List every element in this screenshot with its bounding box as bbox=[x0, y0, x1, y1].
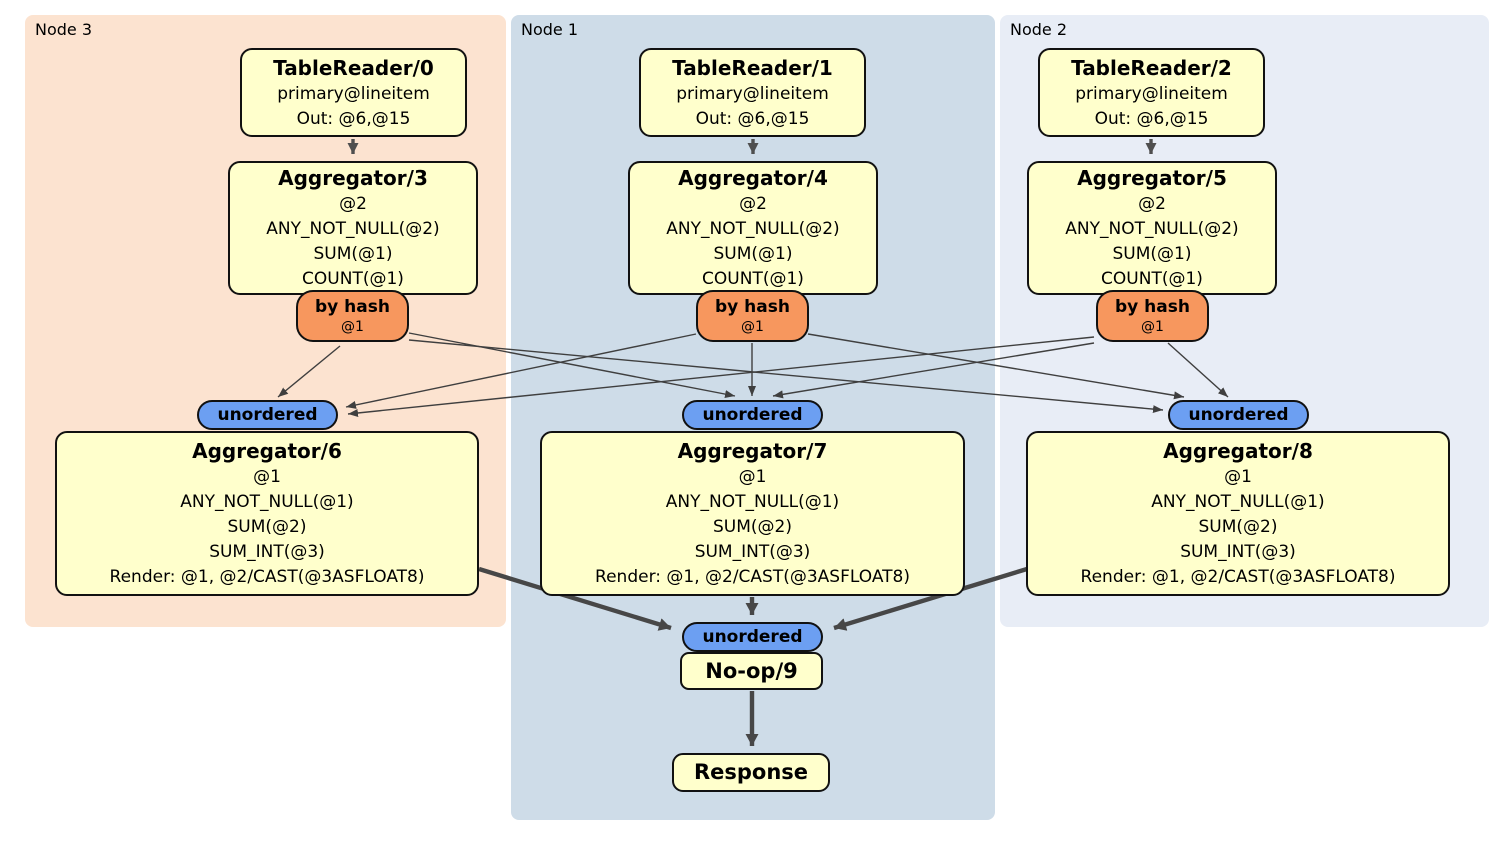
agg-expr: ANY_NOT_NULL(@1) bbox=[180, 492, 354, 512]
aggregator-6-box: Aggregator/6 @1 ANY_NOT_NULL(@1) SUM(@2)… bbox=[55, 431, 479, 596]
router-columns: @1 bbox=[741, 319, 764, 335]
agg-expr: ANY_NOT_NULL(@2) bbox=[666, 219, 840, 239]
router-columns: @1 bbox=[341, 319, 364, 335]
agg-expr: COUNT(@1) bbox=[702, 269, 804, 289]
response-box: Response bbox=[672, 753, 830, 792]
agg-expr: COUNT(@1) bbox=[1101, 269, 1203, 289]
operator-title: Aggregator/3 bbox=[278, 166, 428, 190]
operator-out-columns: Out: @6,@15 bbox=[1094, 108, 1209, 129]
unordered-router-final: unordered bbox=[682, 622, 823, 652]
group-columns: @1 bbox=[1224, 467, 1252, 487]
agg-expr: SUM(@2) bbox=[1198, 517, 1278, 537]
agg-expr: SUM_INT(@3) bbox=[209, 542, 325, 562]
unordered-router-node1: unordered bbox=[682, 400, 823, 430]
node2-label: Node 2 bbox=[1010, 20, 1068, 39]
final-merge-edges bbox=[478, 566, 1028, 746]
table-reader-2-box: TableReader/2 primary@lineitem Out: @6,@… bbox=[1038, 48, 1265, 137]
operator-title: TableReader/0 bbox=[273, 55, 434, 80]
noop-box: No-op/9 bbox=[680, 652, 823, 690]
agg-expr: SUM(@2) bbox=[713, 517, 792, 537]
operator-title: TableReader/1 bbox=[672, 55, 833, 80]
node1-label: Node 1 bbox=[521, 20, 579, 39]
unordered-router-node3: unordered bbox=[197, 400, 338, 430]
operator-index: primary@lineitem bbox=[277, 83, 430, 104]
agg-expr: ANY_NOT_NULL(@1) bbox=[665, 492, 840, 512]
agg-expr: SUM(@2) bbox=[227, 517, 307, 537]
aggregator-8-box: Aggregator/8 @1 ANY_NOT_NULL(@1) SUM(@2)… bbox=[1026, 431, 1450, 596]
hash-to-unordered-edges bbox=[277, 332, 1229, 417]
aggregator-7-box: Aggregator/7 @1 ANY_NOT_NULL(@1) SUM(@2)… bbox=[540, 431, 965, 596]
unordered-router-node2: unordered bbox=[1168, 400, 1309, 430]
aggregator-5-box: Aggregator/5 @2 ANY_NOT_NULL(@2) SUM(@1)… bbox=[1027, 161, 1277, 295]
group-columns: @1 bbox=[253, 467, 281, 487]
router-label: by hash bbox=[315, 297, 390, 317]
operator-title: Aggregator/6 bbox=[192, 439, 342, 463]
hash-router-node2: by hash @1 bbox=[1096, 290, 1209, 342]
tablereader-to-aggregator-edges bbox=[347, 139, 1157, 154]
render-expr: Render: @1, @2/CAST(@3ASFLOAT8) bbox=[1080, 567, 1396, 587]
table-reader-1-box: TableReader/1 primary@lineitem Out: @6,@… bbox=[639, 48, 866, 137]
agg-expr: SUM_INT(@3) bbox=[694, 542, 811, 562]
agg-expr: ANY_NOT_NULL(@2) bbox=[1065, 219, 1239, 239]
router-label: by hash bbox=[715, 297, 790, 317]
agg-expr: ANY_NOT_NULL(@1) bbox=[1151, 492, 1325, 512]
router-columns: @1 bbox=[1141, 319, 1164, 335]
agg-expr: SUM(@1) bbox=[313, 244, 393, 264]
group-columns: @2 bbox=[1138, 194, 1166, 214]
operator-out-columns: Out: @6,@15 bbox=[296, 108, 411, 129]
table-reader-0-box: TableReader/0 primary@lineitem Out: @6,@… bbox=[240, 48, 467, 137]
operator-index: primary@lineitem bbox=[1075, 83, 1228, 104]
operator-index: primary@lineitem bbox=[676, 83, 829, 104]
hash-router-node1: by hash @1 bbox=[696, 290, 809, 342]
operator-title: Aggregator/7 bbox=[677, 439, 828, 463]
node3-label: Node 3 bbox=[35, 20, 93, 39]
aggregator-3-box: Aggregator/3 @2 ANY_NOT_NULL(@2) SUM(@1)… bbox=[228, 161, 478, 295]
operator-out-columns: Out: @6,@15 bbox=[695, 108, 810, 129]
router-label: by hash bbox=[1115, 297, 1190, 317]
agg-expr: SUM_INT(@3) bbox=[1180, 542, 1296, 562]
group-columns: @1 bbox=[738, 467, 767, 487]
group-columns: @2 bbox=[339, 194, 367, 214]
operator-title: TableReader/2 bbox=[1071, 55, 1232, 80]
render-expr: Render: @1, @2/CAST(@3ASFLOAT8) bbox=[595, 567, 910, 587]
agg-expr: ANY_NOT_NULL(@2) bbox=[266, 219, 440, 239]
agg-expr: SUM(@1) bbox=[713, 244, 793, 264]
group-columns: @2 bbox=[739, 194, 767, 214]
render-expr: Render: @1, @2/CAST(@3ASFLOAT8) bbox=[109, 567, 425, 587]
hash-router-node3: by hash @1 bbox=[296, 290, 409, 342]
aggregator-4-box: Aggregator/4 @2 ANY_NOT_NULL(@2) SUM(@1)… bbox=[628, 161, 878, 295]
agg-expr: SUM(@1) bbox=[1112, 244, 1192, 264]
operator-title: Aggregator/8 bbox=[1163, 439, 1313, 463]
agg-expr: COUNT(@1) bbox=[302, 269, 404, 289]
operator-title: Aggregator/5 bbox=[1077, 166, 1227, 190]
operator-title: Aggregator/4 bbox=[678, 166, 828, 190]
